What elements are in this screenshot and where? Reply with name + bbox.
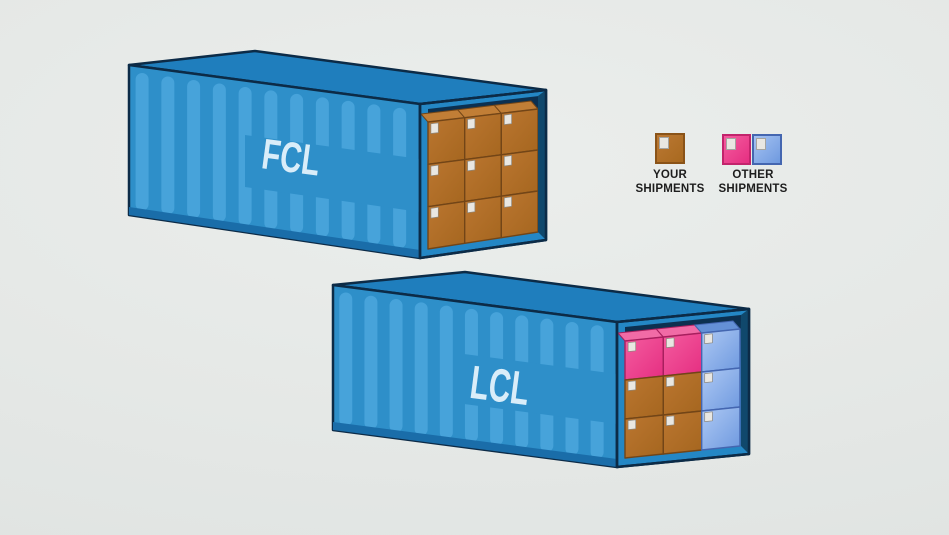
fcl-box-grid [420,100,539,250]
shipping-label-icon [704,372,713,383]
shipping-label-icon [430,206,439,219]
shipping-label-icon [467,159,476,172]
fcl-rim-back-strip [538,90,546,240]
shipping-label-icon [666,415,675,426]
shipping-label-icon [503,155,512,167]
shipping-label-icon [430,164,439,177]
shipping-label-icon [666,337,675,348]
shipping-label-icon [627,380,637,391]
lcl-box-grid [617,320,741,459]
lcl-label-band [464,354,617,424]
container-lcl: LCL [331,270,751,469]
lcl-label: LCL [467,355,532,415]
shipping-label-icon [430,122,439,134]
shipping-label-icon [704,411,713,422]
fcl-end-outline [418,88,548,260]
shipping-label-icon [467,118,476,130]
lcl-bottom-rail [333,422,617,467]
shipping-label-icon [627,419,637,430]
fcl-label: FCL [259,130,323,185]
lcl-rim-back-strip [741,309,749,454]
fcl-label-band [245,135,420,212]
fcl-bottom-rail [129,207,420,258]
shipping-label-icon [503,196,512,208]
lcl-end-outline [615,307,751,469]
shipping-label-icon [666,376,675,387]
container-fcl: FCL [127,49,548,260]
shipping-label-icon [467,201,476,214]
shipping-label-icon [704,333,713,344]
shipping-label-icon [503,113,512,125]
shipping-label-icon [627,341,637,352]
